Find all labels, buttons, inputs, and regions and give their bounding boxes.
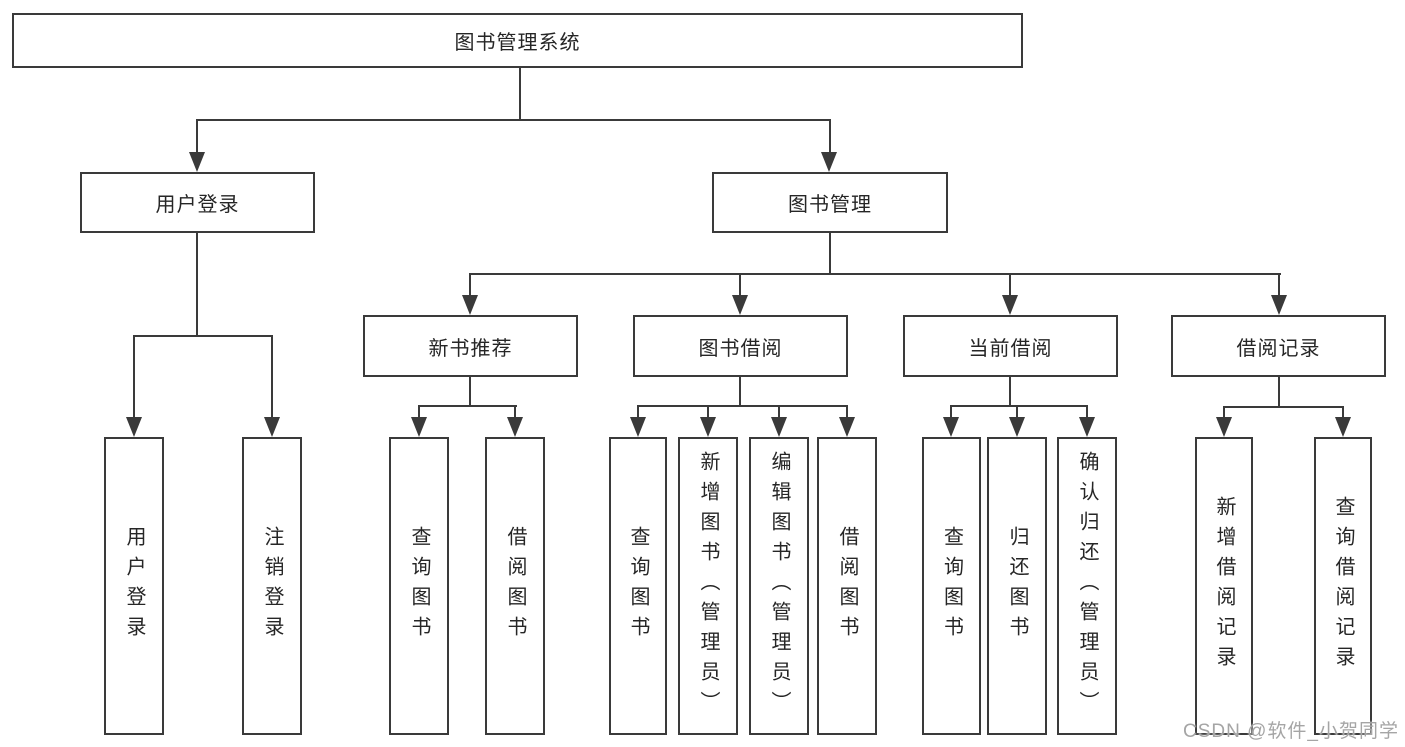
leaf-label: 查询图书 xyxy=(627,526,649,646)
connector-line xyxy=(196,233,198,337)
leaf-label: 归还图书 xyxy=(1006,526,1028,646)
connector-line xyxy=(778,405,780,419)
leaf-borrow-edit-books-admin: 编辑图书（管理员） xyxy=(749,437,809,735)
connector-line xyxy=(133,335,273,337)
arrowhead-down-icon xyxy=(732,295,748,315)
connector-line xyxy=(1009,273,1011,297)
connector-line xyxy=(739,273,741,297)
leaf-label: 查询图书 xyxy=(408,526,430,646)
leaf-borrow-query-books: 查询图书 xyxy=(609,437,667,735)
connector-line xyxy=(469,377,471,407)
connector-line xyxy=(1009,377,1011,407)
connector-line xyxy=(1278,377,1280,408)
leaf-label: 借阅图书 xyxy=(504,526,526,646)
connector-line xyxy=(1342,406,1344,419)
connector-line xyxy=(707,405,709,419)
arrowhead-down-icon xyxy=(700,417,716,437)
leaf-label: 确认归还（管理员） xyxy=(1076,451,1098,721)
leaf-recommend-query-books: 查询图书 xyxy=(389,437,449,735)
arrowhead-down-icon xyxy=(1009,417,1025,437)
connector-line xyxy=(1016,405,1018,419)
leaf-label: 注销登录 xyxy=(261,526,283,646)
connector-line xyxy=(514,405,516,419)
connector-line xyxy=(469,273,471,297)
arrowhead-down-icon xyxy=(189,152,205,172)
csdn-watermark: CSDN @软件_小贺同学 xyxy=(1183,721,1399,742)
leaf-label: 新增借阅记录 xyxy=(1213,496,1235,676)
connector-line xyxy=(196,119,831,121)
arrowhead-down-icon xyxy=(126,417,142,437)
arrowhead-down-icon xyxy=(771,417,787,437)
leaf-label: 编辑图书（管理员） xyxy=(768,451,790,721)
connector-line xyxy=(271,335,273,419)
section-borrow-records: 借阅记录 xyxy=(1171,315,1386,377)
branch-book-management: 图书管理 xyxy=(712,172,948,233)
leaf-recommend-borrow-books: 借阅图书 xyxy=(485,437,545,735)
connector-line xyxy=(637,405,639,419)
connector-line xyxy=(469,273,1281,275)
leaf-label: 新增图书（管理员） xyxy=(697,451,719,721)
arrowhead-down-icon xyxy=(1079,417,1095,437)
leaf-current-return-books: 归还图书 xyxy=(987,437,1047,735)
leaf-borrow-add-books-admin: 新增图书（管理员） xyxy=(678,437,738,735)
connector-line xyxy=(950,405,952,419)
connector-line xyxy=(846,405,848,419)
connector-line xyxy=(829,119,831,155)
arrowhead-down-icon xyxy=(943,417,959,437)
leaf-label: 借阅图书 xyxy=(836,526,858,646)
leaf-label: 查询图书 xyxy=(940,526,963,646)
arrowhead-down-icon xyxy=(1216,417,1232,437)
section-book-borrow: 图书借阅 xyxy=(633,315,848,377)
root-node-library-system: 图书管理系统 xyxy=(12,13,1023,68)
leaf-label: 用户登录 xyxy=(123,526,145,646)
leaf-label: 查询借阅记录 xyxy=(1332,496,1354,676)
leaf-borrow-borrow-books: 借阅图书 xyxy=(817,437,877,735)
leaf-records-query-record: 查询借阅记录 xyxy=(1314,437,1372,735)
section-current-borrow: 当前借阅 xyxy=(903,315,1118,377)
connector-line xyxy=(829,233,831,275)
leaf-user-login: 用户登录 xyxy=(104,437,164,735)
arrowhead-down-icon xyxy=(1002,295,1018,315)
leaf-current-query-books: 查询图书 xyxy=(922,437,981,735)
arrowhead-down-icon xyxy=(821,152,837,172)
connector-line xyxy=(133,335,135,419)
connector-line xyxy=(519,68,521,121)
arrowhead-down-icon xyxy=(264,417,280,437)
connector-line xyxy=(1223,406,1225,419)
leaf-records-add-record: 新增借阅记录 xyxy=(1195,437,1253,735)
leaf-logout: 注销登录 xyxy=(242,437,302,735)
arrowhead-down-icon xyxy=(839,417,855,437)
connector-line xyxy=(418,405,420,419)
connector-line xyxy=(637,405,848,407)
arrowhead-down-icon xyxy=(507,417,523,437)
connector-line xyxy=(1278,273,1280,297)
connector-line xyxy=(196,119,198,155)
arrowhead-down-icon xyxy=(630,417,646,437)
arrowhead-down-icon xyxy=(1335,417,1351,437)
section-new-book-recommend: 新书推荐 xyxy=(363,315,578,377)
branch-user-login: 用户登录 xyxy=(80,172,315,233)
arrowhead-down-icon xyxy=(411,417,427,437)
connector-line xyxy=(1086,405,1088,419)
connector-line xyxy=(418,405,517,407)
connector-line xyxy=(1223,406,1344,408)
connector-line xyxy=(739,377,741,407)
connector-line xyxy=(950,405,1088,407)
arrowhead-down-icon xyxy=(462,295,478,315)
leaf-current-confirm-return-admin: 确认归还（管理员） xyxy=(1057,437,1117,735)
arrowhead-down-icon xyxy=(1271,295,1287,315)
